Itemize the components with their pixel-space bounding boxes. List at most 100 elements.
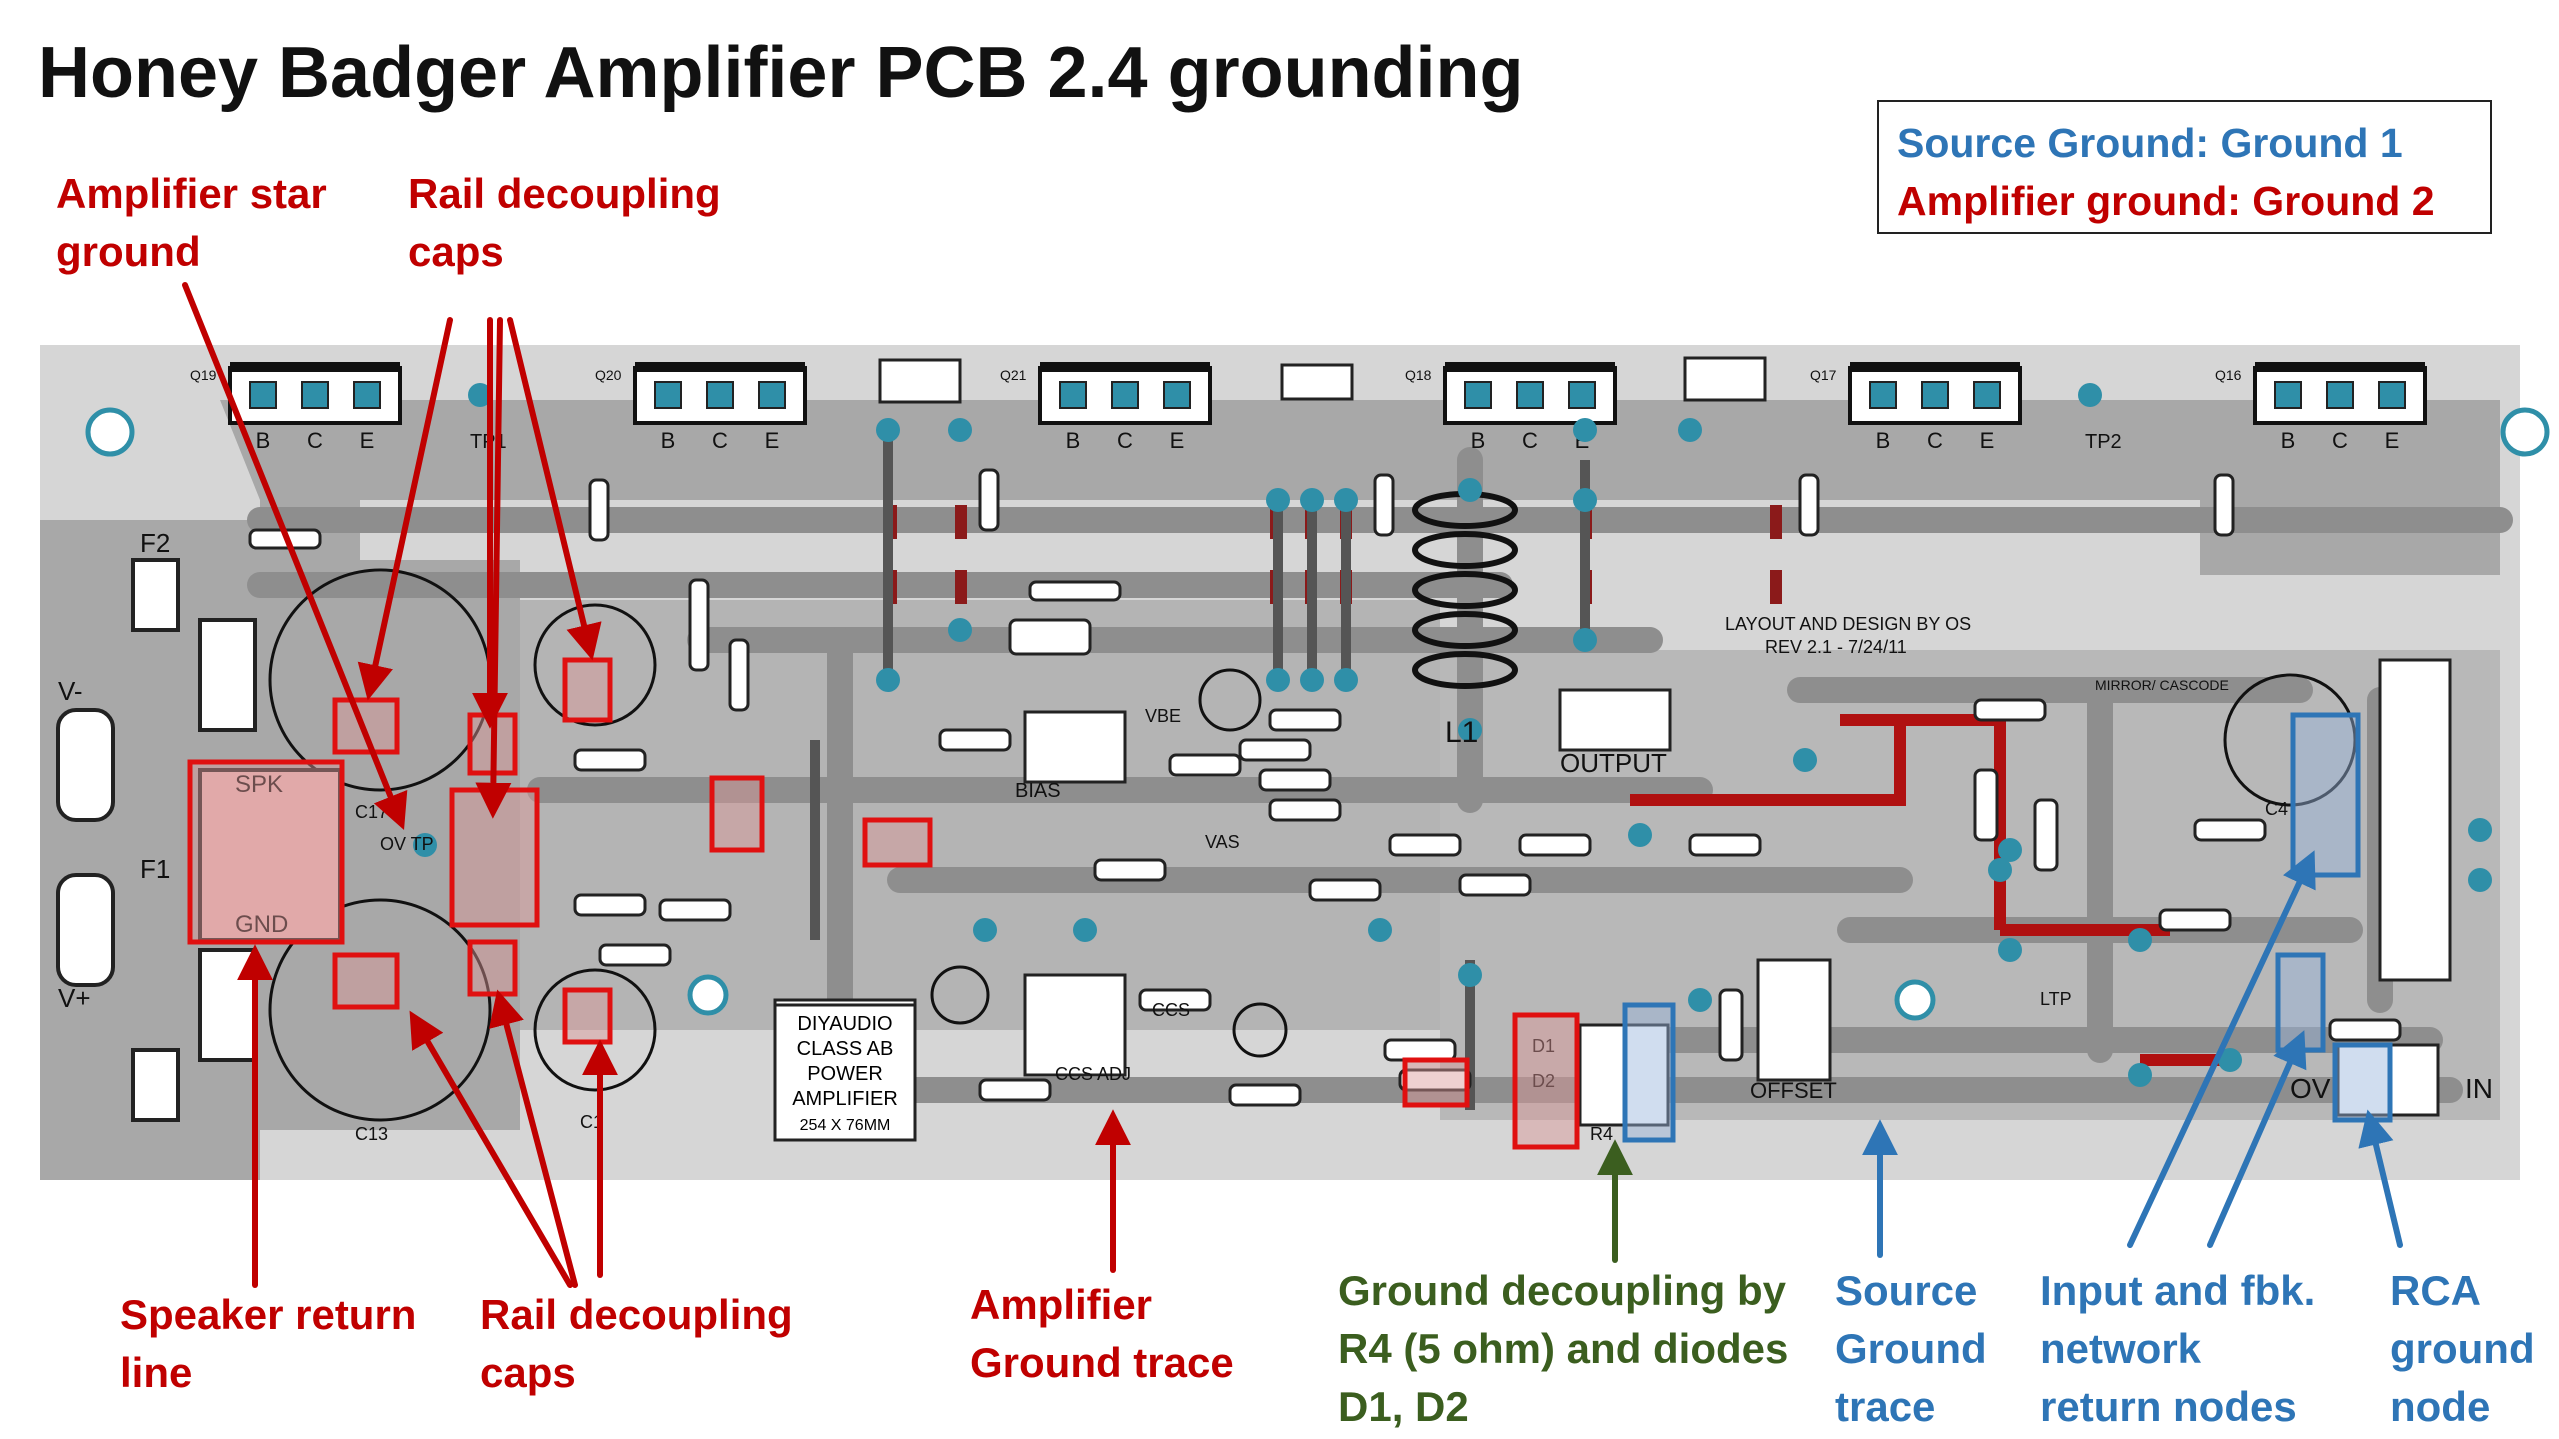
pin-label: B [1471, 428, 1486, 453]
pcb-labels: TP1 TP2 F2 F1 V- V+ SPK GND OV TP C13 C1… [58, 431, 2493, 1144]
label-vplus: V+ [58, 983, 91, 1013]
label-vas: VAS [1205, 832, 1240, 852]
pad-10 [948, 618, 972, 642]
resistor-26 [1973, 698, 2047, 722]
small-transistors [878, 356, 1767, 404]
resistor-19 [1268, 798, 1342, 822]
resistor-17 [1268, 708, 1342, 732]
pad-4 [1334, 488, 1358, 512]
resistor-20 [1308, 878, 1382, 902]
pad-15 [1998, 838, 2022, 862]
resistor-34 [1398, 1068, 1472, 1092]
resistor-15 [1168, 753, 1242, 777]
annotation-rca: RCA ground node [2390, 1267, 2535, 1430]
module-boxes [773, 658, 2452, 1127]
page-title: Honey Badger Amplifier PCB 2.4 grounding [38, 33, 1524, 113]
diy-line-1: DIYAUDIO [797, 1013, 892, 1035]
pad-23 [1573, 628, 1597, 652]
annotation-star-ground: Amplifier star ground [56, 170, 327, 275]
pin-label: B [2281, 428, 2296, 453]
pad-22 [1573, 488, 1597, 512]
label-mirror: MIRROR/ CASCODE [2095, 677, 2229, 693]
label-d1: D1 [1532, 1036, 1555, 1056]
resistor-10 [688, 578, 710, 672]
pin-label: C [1117, 428, 1133, 453]
pad-33 [2468, 868, 2492, 892]
pad-21 [1458, 478, 1482, 502]
ground-legend: Source Ground: Ground 1 Amplifier ground… [1877, 100, 2492, 234]
component-pads [413, 383, 2492, 1087]
pad-28 [2218, 1048, 2242, 1072]
ground-pour-top [220, 400, 2500, 575]
pad-8 [468, 383, 492, 407]
annotation-rail-bottom: Rail decoupling caps [480, 1291, 793, 1396]
transistor-label: Q21 [1000, 367, 1027, 383]
label-ltp: LTP [2040, 989, 2072, 1009]
resistor-23 [1688, 833, 1762, 857]
amp-ground-highlights [187, 657, 1580, 1150]
resistor-11 [728, 638, 750, 712]
pin-label: B [256, 428, 271, 453]
label-vminus: V- [58, 676, 83, 706]
annotation-rail-top: Rail decoupling caps [408, 170, 721, 275]
label-spk: SPK [235, 771, 283, 798]
legend-source-ground: Source Ground: Ground 1 [1897, 120, 2403, 166]
transistor-label: Q18 [1405, 367, 1432, 383]
resistor-25 [1718, 988, 1744, 1062]
label-gnd: GND [235, 911, 288, 938]
resistor-7 [573, 893, 647, 917]
pin-label: B [661, 428, 676, 453]
pad-6 [1678, 418, 1702, 442]
label-bias: BIAS [1015, 780, 1061, 802]
resistor-30 [2193, 818, 2267, 842]
arrow-7 [489, 989, 578, 1288]
pad-16 [1628, 823, 1652, 847]
pad-14 [1793, 748, 1817, 772]
diy-line-2: CLASS AB [797, 1038, 894, 1060]
resistor-12 [938, 728, 1012, 752]
diyaudio-label: DIYAUDIO CLASS AB POWER AMPLIFIER 254 X … [773, 1003, 917, 1142]
pin-label: E [1980, 428, 1995, 453]
label-output: OUTPUT [1560, 748, 1667, 778]
label-ov: OV [2290, 1073, 2331, 1104]
pad-12 [1300, 668, 1324, 692]
transistor-label: Q17 [1810, 367, 1837, 383]
pin-label: C [1522, 428, 1538, 453]
pin-label: C [2332, 428, 2348, 453]
pin-label: B [1066, 428, 1081, 453]
pad-2 [1266, 488, 1290, 512]
transistor-q21: B C E Q21 [1000, 362, 1212, 453]
pad-29 [1988, 858, 2012, 882]
label-ccs-adj: CCS ADJ [1055, 1064, 1131, 1084]
mounting-holes [85, 407, 2550, 1021]
source-ground-highlights [1622, 712, 2393, 1143]
resistor-18 [1258, 768, 1332, 792]
resistor-29 [2158, 908, 2232, 932]
label-layout-1: LAYOUT AND DESIGN BY OS [1725, 614, 1971, 634]
arrow-4 [507, 317, 602, 661]
arrow-3 [475, 317, 512, 819]
pin-label: E [1170, 428, 1185, 453]
resistor-28 [2033, 798, 2059, 872]
pad-19 [1073, 918, 1097, 942]
pad-31 [1458, 963, 1482, 987]
label-vbe: VBE [1145, 706, 1181, 726]
resistor-27 [1973, 768, 1999, 842]
pin-label: E [360, 428, 375, 453]
annotation-speaker-return: Speaker return line [120, 1291, 417, 1396]
transistor-label: Q19 [190, 367, 217, 383]
resistor-1 [588, 478, 610, 542]
pad-1 [948, 418, 972, 442]
annotation-arrows [182, 282, 2403, 1288]
pad-18 [973, 918, 997, 942]
diy-line-3: POWER [807, 1063, 883, 1085]
pad-17 [1688, 988, 1712, 1012]
diy-line-4: AMPLIFIER [792, 1088, 898, 1110]
pad-27 [2128, 1063, 2152, 1087]
pin-label: C [1927, 428, 1943, 453]
annotation-source-trace: Source Ground trace [1835, 1267, 1987, 1430]
transistor-q18: BCEQ18 [1405, 362, 1617, 453]
pin-label: C [712, 428, 728, 453]
resistor-31 [2328, 1018, 2402, 1042]
